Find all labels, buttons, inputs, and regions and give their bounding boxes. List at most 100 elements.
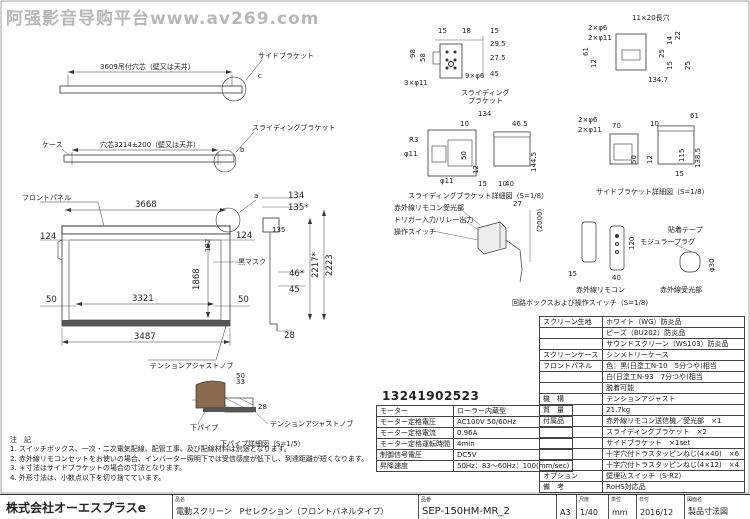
spec-value: スライディングブラケット ×2 [602, 426, 745, 438]
front-panel-label: フロントパネル [22, 194, 71, 202]
sliding-caption: スライディングブラケット詳細図（S=1/8） [408, 191, 548, 200]
sb-dim-50: 50 [630, 155, 638, 164]
bracket-dim-29-5: 29.5 [490, 40, 506, 48]
slide-width-label: 穴芯3214±200（壁又は天井） [100, 140, 200, 149]
spec-label: オプション [538, 470, 604, 482]
motor-value: DC5V [452, 449, 574, 461]
scale-header: 尺度 [579, 497, 590, 503]
company-name: 株式会社オーエスプラスe [6, 501, 146, 515]
sliding-label: スライディング [461, 88, 510, 97]
spec-value: テンションアジャスト [602, 393, 745, 405]
dim-50-left: 50 [46, 295, 57, 305]
remote-dim-40: 40 [612, 274, 621, 282]
spec-label [538, 338, 604, 350]
bracket-hole-3x11: 3×φ11 [404, 79, 428, 87]
bracket-dim-15b: 15 [490, 27, 499, 35]
svg-text:ブラケット: ブラケット [468, 96, 503, 105]
switch-box-caption: 回路ボックスおよび操作スイッチ（S=1/8） [512, 298, 652, 307]
width-label-3609: 3609吊付穴芯（壁又は天井） [100, 62, 195, 71]
remote-label: 赤外線リモコン [576, 285, 625, 294]
spec-value: 十字穴付トラスタッピンねじ(4×40) ×6 [602, 448, 745, 460]
letter-b: b [240, 146, 245, 154]
sb-dim-10: 10 [650, 120, 659, 128]
side-dim-135: 135* [288, 203, 308, 213]
date-header: 日付 [639, 497, 650, 503]
dim-3487: 3487 [134, 332, 156, 342]
bracket-dim-58: 58 [419, 53, 427, 62]
motor-value: ローラー内蔵型 [452, 405, 574, 417]
note-line: 3. ＊寸法はサイドブラケットの場合の寸法となります。 [10, 464, 186, 473]
tape-label: 貼着テープ [668, 225, 703, 234]
lower-dim-33: 33 [236, 378, 245, 386]
note-line: 4. 外形寸法は、小数点以下を切り捨てています。 [10, 473, 166, 482]
remote-dim-120: 120 [628, 237, 636, 250]
table-row: スクリーンケースシンメトリーケース [538, 349, 745, 361]
dim-3321: 3321 [132, 294, 154, 304]
dim-2000: (2000) [536, 208, 544, 232]
motor-label: モーター定格電圧 [376, 416, 454, 428]
remote-dim-15: 15 [568, 270, 577, 278]
sb-dim-12b: 12 [646, 155, 654, 164]
model-header: 品番 [421, 497, 432, 503]
doc-cell: 図面名 製品寸法図 [684, 495, 750, 519]
sb-dim-115: 115 [678, 149, 686, 162]
spec-value: 白(日塗工N-93 7分つや)相当 [602, 371, 745, 383]
front-slide-case: ケース 穴芯3214±200（壁又は天井） スライディングブラケット b [42, 123, 336, 173]
sliding-dim-10b: 10 [498, 180, 507, 188]
bracket-dim-15: 15 [438, 27, 447, 35]
spec-value: サイドブラケット ×1set [602, 437, 745, 449]
sb-dim-70: 70 [612, 122, 621, 130]
bracket-dim-98: 98 [409, 49, 417, 58]
sb-caption: サイドブラケット詳細図（S=1/8） [596, 187, 709, 196]
model-number: SEP-150HM-MR_2 [422, 506, 510, 517]
side-dim-134: 134 [288, 191, 304, 201]
tension-knob-label: テンションアジャストノブ [150, 361, 233, 370]
side-bracket-detail: 2×φ6 2×φ11 11×20長穴 61 12 22 14 25 15 25 … [578, 13, 709, 196]
sb-dim-12: 12 [590, 59, 598, 68]
sliding-dim-50: 50 [460, 151, 468, 160]
sb-dim-138-5: 138.5 [694, 148, 702, 168]
table-row: ビーズ（BU202）防炎品 [538, 327, 745, 339]
sliding-dim-10: 10 [460, 120, 469, 128]
unit-cell: 単位 mm [608, 495, 636, 519]
sb-dim-22: 22 [674, 31, 682, 40]
notes-title: 注 記 [10, 436, 31, 444]
date-value: 2016/12 [640, 508, 674, 517]
size-cell: A3 [556, 495, 576, 519]
dim-124-left: 124 [40, 232, 56, 242]
lower-dim-50: 50 [236, 372, 245, 380]
side-dim-45: 45 [289, 285, 300, 295]
motor-label: モーター定格電流 [376, 427, 454, 439]
spec-value: ホワイト（WG）防炎品 [602, 316, 745, 328]
spec-label: フロントパネル [538, 360, 604, 372]
sb-dim-25: 25 [658, 49, 666, 58]
name-header: 品名 [175, 497, 186, 503]
lower-pipe-detail: 50 33 28 テンションアジャストノブ 下パイプ 下パイプ詳細図（S=1/5… [190, 372, 353, 448]
motor-value: AC100V 50/60Hz [452, 416, 574, 428]
trigger-label: トリガー入力/リレー出力 [394, 215, 473, 224]
sb-dim-61: 61 [582, 47, 590, 56]
spec-value: サウンドスクリーン（WS103）防炎品 [602, 338, 745, 350]
sb-dim-61b: 61 [690, 112, 699, 120]
spec-value: 21.7kg [602, 404, 745, 416]
spec-label [538, 327, 604, 339]
front-top-case: 3609吊付穴芯（壁又は天井） サイドブラケット c [59, 51, 314, 102]
side-dim-46: 46* [289, 269, 304, 279]
sb-hole-2x6-b: 2×φ6 [578, 116, 598, 124]
controls-diagram: 赤外線リモコン受光部 トリガー入力/リレー出力 操作スイッチ 27 (2000)… [394, 200, 716, 307]
sliding-phi11-b: φ11 [440, 177, 454, 185]
spec-value: 脱着可能 [602, 382, 745, 394]
spec-value: 色：黒(日塗工N-10 5分つや)相当 [602, 360, 745, 372]
bracket-dim-45: 45 [490, 70, 499, 78]
side-dim-28: 28 [284, 331, 295, 341]
doc-name: 製品寸法図 [688, 507, 728, 516]
phi30: φ30 [708, 258, 716, 272]
sliding-r3: R3 [409, 136, 418, 144]
front-screen-view: フロントパネル 3668 a 124 124 132 黒マスク 1868 332… [22, 192, 266, 370]
bracket-hole-9x6: 9×φ6 [465, 72, 485, 80]
sliding-dim-40: 40 [505, 180, 514, 188]
